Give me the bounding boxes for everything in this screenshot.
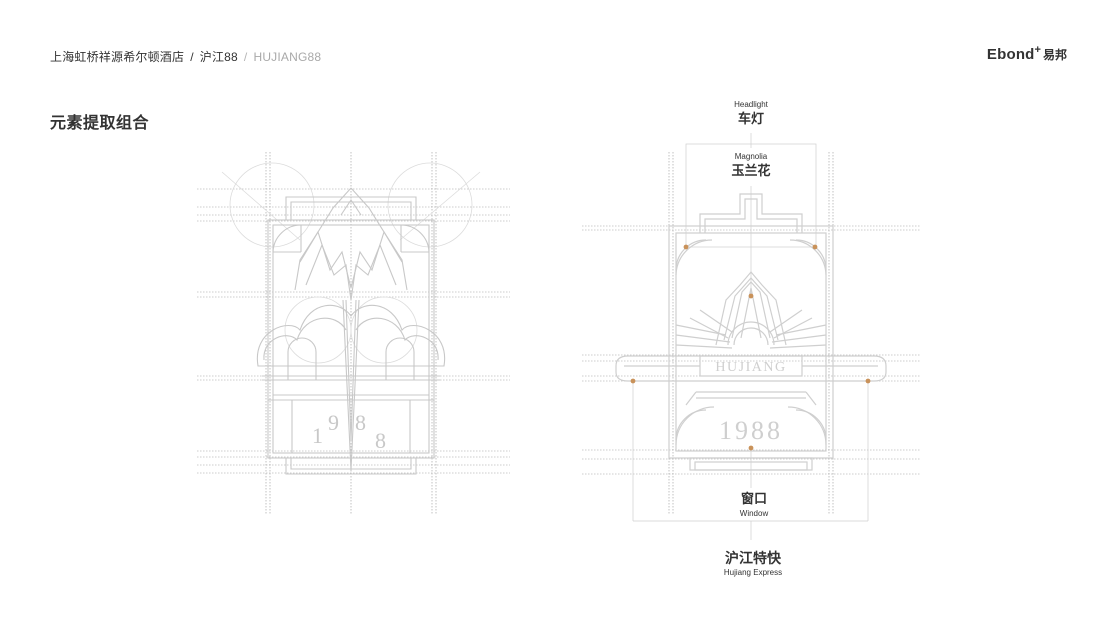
right-emblem-artwork: HUJIANG 1988	[582, 133, 920, 540]
accent-dots	[630, 244, 871, 451]
left-guide-lines	[197, 152, 510, 515]
breadcrumb-outlet-en: HUJIANG88	[253, 50, 322, 64]
numeral-8a: 8	[355, 410, 366, 435]
label-magnolia-en: Magnolia	[734, 152, 768, 161]
label-express-cn: 沪江特快	[725, 550, 781, 566]
label-magnolia: Magnolia 玉兰花	[731, 152, 770, 180]
label-headlight: Headlight 车灯	[734, 100, 768, 128]
accent-dot	[812, 244, 818, 250]
logo-wordmark-en: Ebond	[986, 46, 1035, 63]
accent-dot	[748, 445, 754, 451]
label-window-en: Window	[739, 509, 769, 518]
numeral-8b: 8	[375, 428, 386, 453]
ebond-logo: Ebond+易邦	[986, 44, 1067, 63]
right-callout-lines	[632, 133, 869, 540]
right-emblem-frame	[615, 193, 887, 471]
label-headlight-cn: 车灯	[737, 111, 764, 126]
label-headlight-en: Headlight	[734, 100, 768, 109]
hujiang-sign-text: HUJIANG	[715, 360, 786, 375]
accent-dot	[748, 293, 754, 299]
label-express-en: Hujiang Express	[723, 568, 783, 577]
logo-wordmark-cn: 易邦	[1042, 48, 1067, 62]
left-emblem-artwork: 1 9 8 8	[197, 152, 510, 515]
accent-dot	[865, 378, 871, 384]
label-window-cn: 窗口	[740, 491, 768, 506]
breadcrumb-hotel[interactable]: 上海虹桥祥源希尔顿酒店	[50, 50, 185, 64]
logo-plus-mark: +	[1034, 44, 1041, 56]
accent-dot	[630, 378, 636, 384]
label-express: 沪江特快 Hujiang Express	[724, 549, 782, 578]
breadcrumb: 上海虹桥祥源希尔顿酒店 / 沪江88 / HUJIANG88	[50, 48, 321, 65]
breadcrumb-separator: /	[243, 50, 248, 64]
breadcrumb-separator: /	[190, 50, 194, 64]
accent-dot	[683, 244, 689, 250]
left-emblem-frame	[256, 187, 446, 475]
numeral-1: 1	[312, 423, 323, 448]
left-year-numerals: 1 9 8 8	[312, 410, 386, 453]
section-title: 元素提取组合	[50, 113, 150, 132]
breadcrumb-outlet[interactable]: 沪江88	[199, 50, 238, 64]
left-construction-circles	[221, 162, 481, 364]
label-window: 窗口 Window	[736, 490, 772, 519]
year-1988-text: 1988	[719, 416, 783, 445]
label-magnolia-cn: 玉兰花	[731, 163, 771, 178]
numeral-9: 9	[328, 410, 339, 435]
